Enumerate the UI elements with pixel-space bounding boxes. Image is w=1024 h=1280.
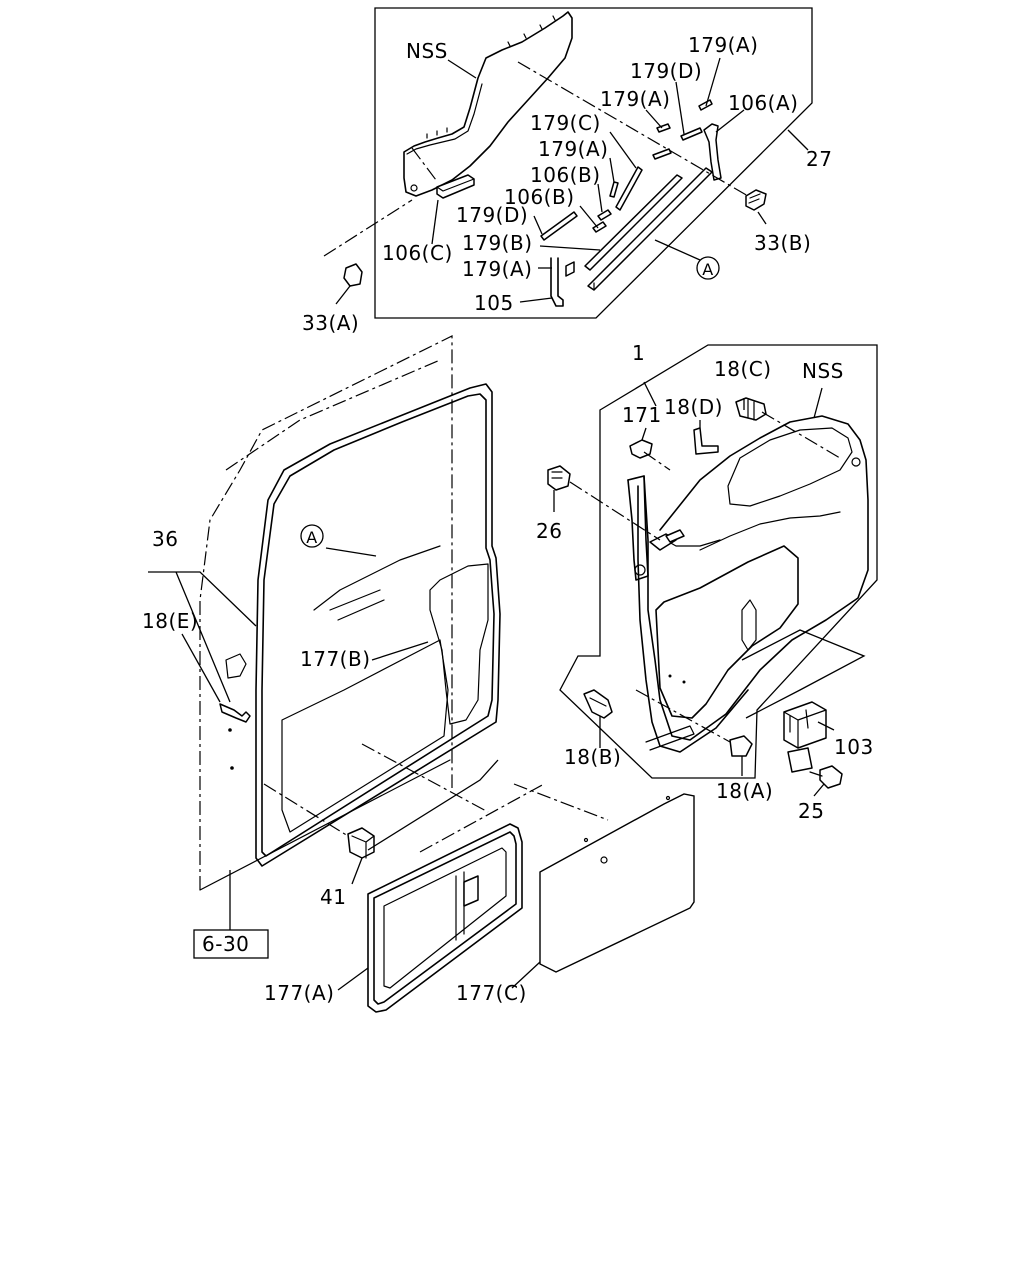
label-41: 41 [320,885,346,909]
part-179d-strip-2 [540,211,578,241]
part-106b-1 [597,209,612,221]
top-inset-box [374,7,813,319]
label-179a-4: 179(A) [462,257,532,281]
label-18c: 18(C) [714,357,772,381]
part-106a [703,123,722,181]
label-177a: 177(A) [264,981,334,1005]
label-36: 36 [152,527,178,551]
label-33b: 33(B) [754,231,811,255]
marker-a-left: A [300,524,324,548]
part-179a-pad-2 [656,123,671,133]
part-105-hook [550,257,564,307]
marker-a-left-text: A [306,528,317,547]
door-weatherstrip [255,383,501,867]
part-179a-pad-4 [609,181,619,198]
label-6-30: 6-30 [202,932,249,956]
leader-lines [148,57,835,991]
label-27: 27 [806,147,832,171]
clip-18a [729,735,753,757]
clip-18b [583,689,613,719]
marker-a-top-text: A [702,260,713,279]
door-shell [199,335,453,890]
label-106b-1: 106(B) [530,163,601,187]
ref-box-6-30 [193,929,269,959]
label-33a: 33(A) [302,311,359,335]
part-106b-2 [592,221,607,233]
label-177b: 177(B) [300,647,371,671]
label-nss-right: NSS [802,359,844,383]
screw-18e [219,703,251,723]
label-179b: 179(B) [462,231,533,255]
label-26: 26 [536,519,562,543]
clip-33a [343,263,363,287]
label-171: 171 [622,403,662,427]
panel-177c [539,793,695,973]
label-18a: 18(A) [716,779,773,803]
part-179b-channel [584,174,683,271]
callout-labels: NSS 179(A) 179(D) 179(A) 106(A) 179(C) 2… [142,33,874,1005]
glass-177a [367,823,523,1013]
label-106c: 106(C) [382,241,453,265]
door-assembly [193,199,695,1013]
right-inset-box [547,344,878,789]
bracket-18d [693,427,719,455]
part-179a-pad-5 [565,261,575,277]
door-trim-panel [627,415,869,741]
part-179b-channel-lower [587,167,713,291]
part-179a-pad-3 [652,148,672,160]
label-18d: 18(D) [664,395,723,419]
label-179a-2: 179(A) [600,87,670,111]
part-179c-strip [615,166,643,211]
label-179d-2: 179(D) [456,203,528,227]
marker-a-top: A [696,256,720,280]
label-18e: 18(E) [142,609,198,633]
label-179d-1: 179(D) [630,59,702,83]
label-106a: 106(A) [728,91,798,115]
label-179a-3: 179(A) [538,137,608,161]
label-18b: 18(B) [564,745,621,769]
label-177c: 177(C) [456,981,527,1005]
label-106b-2: 106(B) [504,185,575,209]
label-nss-top: NSS [406,39,448,63]
label-179c: 179(C) [530,111,601,135]
label-25: 25 [798,799,824,823]
label-103: 103 [834,735,874,759]
label-1: 1 [632,341,645,365]
part-179d-pad-1 [680,127,703,141]
clip-41 [347,827,375,859]
part-179a-pad-1 [698,99,713,111]
screw-25 [819,765,843,789]
label-179a-1: 179(A) [688,33,758,57]
label-105: 105 [474,291,514,315]
clip-18c [735,397,767,421]
